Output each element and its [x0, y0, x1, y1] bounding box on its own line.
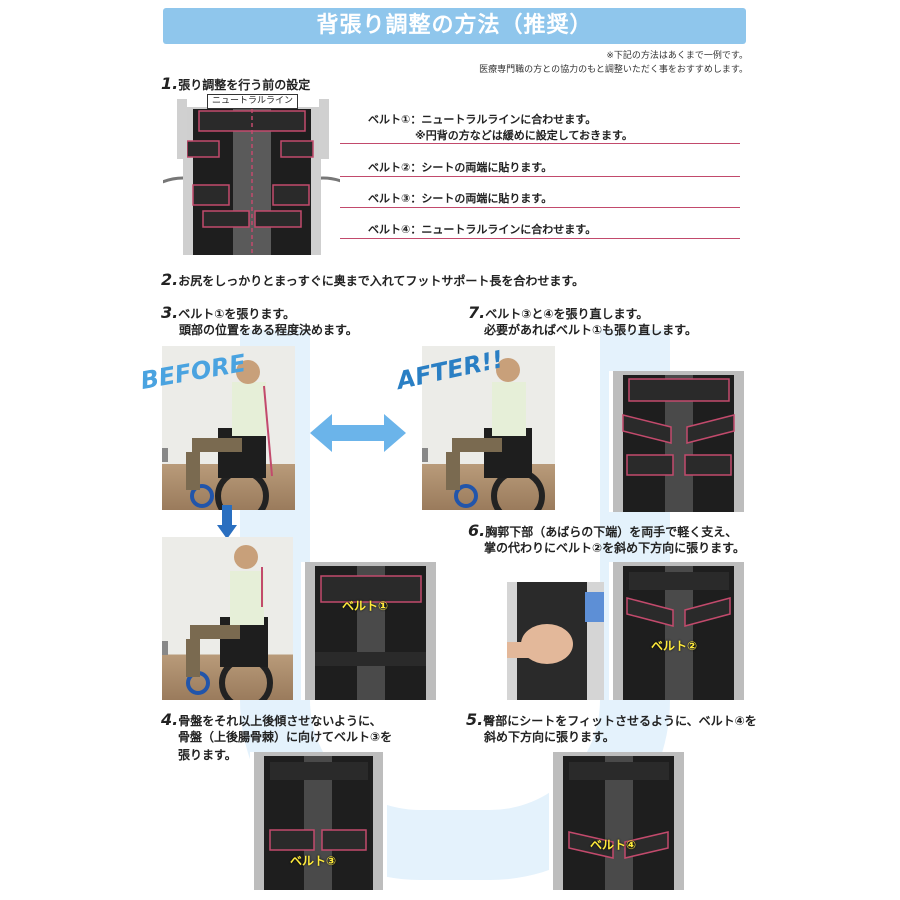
step-number: 3. [161, 303, 179, 322]
step-text: 胸郭下部（あばらの下端）を両手で軽く支え、 [485, 525, 738, 539]
belt4-leader-line [340, 238, 740, 239]
step7-heading: 7.ベルト③と④を張り直します。 [468, 304, 648, 323]
belt1-note: ベルト①：ニュートラルラインに合わせます。 [368, 113, 597, 126]
belt1-subnote: ※円背の方などは緩めに設定しておきます。 [415, 129, 633, 142]
step-number: 1. [161, 74, 179, 93]
backrest-belts-illustration [613, 371, 744, 512]
step3-result-photo [162, 537, 293, 700]
step2-heading: 2.お尻をしっかりとまっすぐに奥まで入れてフットサポート長を合わせます。 [161, 271, 584, 290]
seated-person-wheelchair-illustration [162, 545, 273, 700]
step4-heading: 4.骨盤をそれ以上後傾させないように、 [161, 711, 382, 730]
double-arrow-icon [310, 414, 406, 452]
step5-subtext: 斜め下方向に張ります。 [484, 730, 615, 744]
disclaimer-note-1: ※下記の方法はあくまで一例です。 [606, 51, 748, 61]
seated-person-wheelchair-illustration [422, 358, 545, 510]
backrest-belt4-illustration [553, 752, 684, 890]
before-photo [162, 346, 295, 510]
belt3-label: ベルト③ [290, 854, 337, 868]
belt2-leader-line [340, 176, 740, 177]
step4-subtext-2: 張ります。 [178, 748, 237, 762]
step-number: 6. [468, 521, 486, 540]
belt1-leader-line [340, 143, 740, 144]
belt1-label: ベルト① [342, 599, 389, 613]
page-title: 背張り調整の方法（推奨） [163, 8, 746, 44]
step-number: 2. [161, 270, 179, 289]
step7-backrest-photo [609, 371, 748, 512]
neutral-line-label: ニュートラルライン [207, 94, 299, 109]
step1-heading: 1.張り調整を行う前の設定 [161, 75, 310, 94]
step-text: ベルト①を張ります。 [178, 307, 296, 321]
belt4-note: ベルト④：ニュートラルラインに合わせます。 [368, 223, 597, 236]
step3-heading: 3.ベルト①を張ります。 [161, 304, 295, 323]
wheelchair-backrest-illustration [163, 99, 340, 255]
disclaimer-note-2: 医療専門職の方との協力のもと調整いただく事をおすすめします。 [479, 65, 748, 75]
belt2-label: ベルト② [651, 639, 698, 653]
step6-subtext: 掌の代わりにベルト②を斜め下方向に張ります。 [484, 541, 745, 555]
belt1-photo [301, 562, 440, 700]
backrest-belt3-illustration [254, 752, 383, 890]
step4-subtext-1: 骨盤（上後腸骨棘）に向けてベルト③を [178, 730, 393, 744]
belt2-photo [609, 562, 748, 700]
backrest-belt1-illustration [305, 562, 436, 700]
belt4-label: ベルト④ [590, 838, 637, 852]
belt3-leader-line [340, 207, 740, 208]
step5-heading: 5.臀部にシートをフィットさせるように、ベルト④を [466, 711, 757, 730]
step6-hands-photo [507, 582, 604, 700]
step-number: 7. [468, 303, 486, 322]
step3-subtext: 頭部の位置をある程度決めます。 [179, 323, 358, 337]
step1-backrest-photo [163, 93, 340, 255]
step-text: 骨盤をそれ以上後傾させないように、 [178, 714, 382, 728]
step-text: 張り調整を行う前の設定 [178, 78, 311, 92]
belt4-photo [549, 752, 688, 890]
backrest-belt2-illustration [613, 562, 744, 700]
down-arrow-icon [217, 505, 237, 539]
step-number: 5. [466, 710, 484, 729]
step-number: 4. [161, 710, 179, 729]
step-text: お尻をしっかりとまっすぐに奥まで入れてフットサポート長を合わせます。 [178, 274, 585, 288]
belt3-note: ベルト③：シートの両端に貼ります。 [368, 192, 553, 205]
hands-supporting-illustration [507, 582, 604, 700]
belt2-note: ベルト②：シートの両端に貼ります。 [368, 161, 553, 174]
after-photo [422, 346, 555, 510]
seated-person-wheelchair-illustration [162, 360, 273, 510]
step7-subtext: 必要があればベルト①も張り直します。 [484, 323, 697, 337]
step6-heading: 6.胸郭下部（あばらの下端）を両手で軽く支え、 [468, 522, 737, 541]
step-text: 臀部にシートをフィットさせるように、ベルト④を [483, 714, 757, 728]
step-text: ベルト③と④を張り直します。 [485, 307, 649, 321]
belt3-photo [250, 752, 387, 890]
